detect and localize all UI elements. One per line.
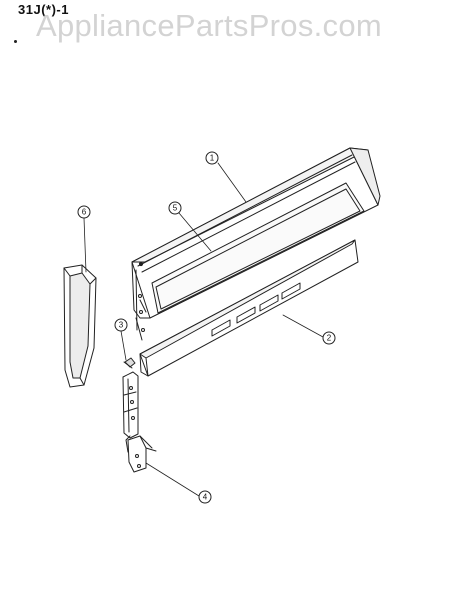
callout-circles xyxy=(77,151,336,504)
callout-2-circle xyxy=(322,331,336,345)
part-lower-trim xyxy=(139,239,359,377)
callout-4-label: 4 xyxy=(203,493,208,502)
callout-1-label: 1 xyxy=(210,154,215,163)
callout-3-label: 3 xyxy=(119,321,124,330)
callout-1-circle xyxy=(205,151,219,165)
callout-5-label: 5 xyxy=(173,204,178,213)
callout-6-circle xyxy=(77,205,91,219)
callout-4-circle xyxy=(198,490,212,504)
part-window-insert xyxy=(151,182,365,314)
leader-lines xyxy=(83,162,324,497)
part-mounting-bracket xyxy=(122,371,157,473)
stray-mark xyxy=(14,40,17,43)
callout-5-circle xyxy=(168,201,182,215)
callout-2-label: 2 xyxy=(327,334,332,343)
callout-6-label: 6 xyxy=(82,208,87,217)
callout-3-circle xyxy=(114,318,128,332)
model-code: 31J(*)-1 xyxy=(18,2,69,17)
part-end-cap xyxy=(63,264,97,388)
watermark-text: AppliancePartsPros.com xyxy=(36,8,383,43)
part-screw xyxy=(123,357,136,369)
